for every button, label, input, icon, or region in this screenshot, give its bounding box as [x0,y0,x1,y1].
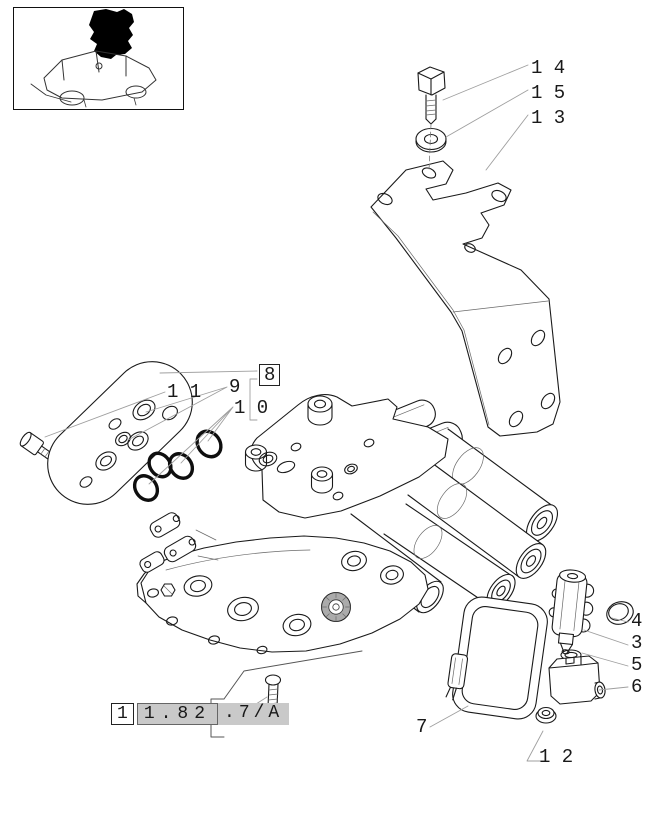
callout-4[interactable]: 4 [631,610,643,632]
gasket [445,596,548,720]
callout-7[interactable]: 7 [416,716,428,738]
valve-assembly [136,394,559,655]
washer-15 [415,127,447,153]
callout-5[interactable]: 5 [631,654,643,676]
callout-3[interactable]: 3 [631,632,643,654]
callout-1[interactable]: 1 [111,703,134,725]
callout-11[interactable]: 1 1 [167,381,202,403]
callout-6[interactable]: 6 [631,676,643,698]
table-reference: 1 1.82 .7/A [111,703,290,725]
callout-15[interactable]: 1 5 [531,82,566,104]
reference-highlight[interactable]: 1.82 .7/A [136,703,290,725]
solenoid-cylinder [407,462,547,579]
bracket [370,160,561,437]
reference-section[interactable]: 1.82 [136,703,219,725]
callout-13[interactable]: 1 3 [531,107,566,129]
connector-block-6 [548,655,606,705]
cover-boss [307,395,333,426]
machine-location-thumbnail [13,7,184,110]
solenoid-connector [548,569,595,655]
tractor-outline [30,50,157,108]
knurled-knob [321,592,351,622]
o-rings-group [132,429,223,502]
highlighted-area [89,9,134,59]
callout-10[interactable]: 1 0 [234,397,269,419]
cover-boss [310,466,334,494]
bolt-14 [417,66,446,125]
callout-8[interactable]: 8 [259,364,281,386]
callout-9[interactable]: 9 [229,376,241,398]
reference-suffix[interactable]: .7/A [224,703,284,723]
callout-14[interactable]: 1 4 [531,57,566,79]
callout-12[interactable]: 1 2 [539,746,574,768]
leader-lines [44,64,629,762]
bushing-12 [535,706,557,724]
